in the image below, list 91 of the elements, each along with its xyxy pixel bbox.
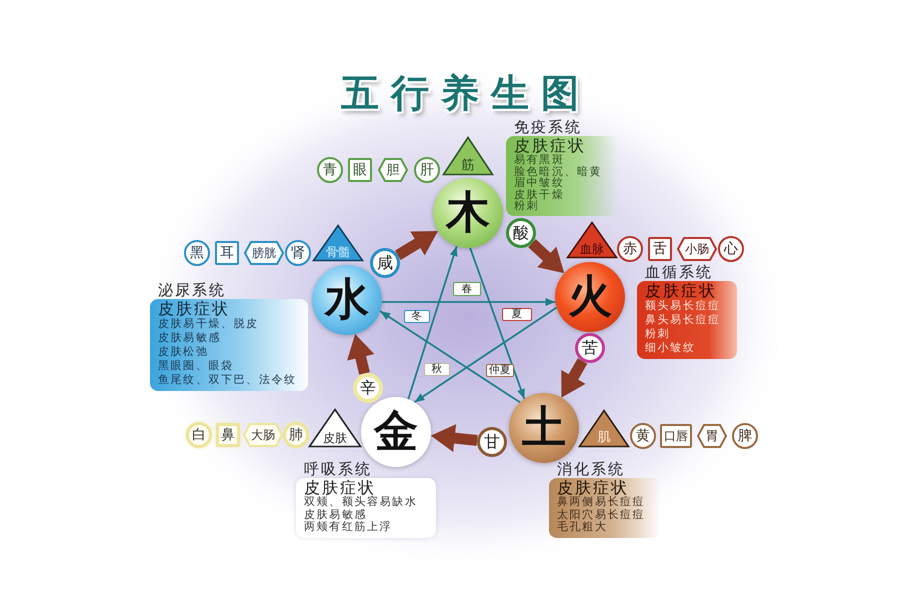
tag-label: 眼 [353,163,367,177]
symptom-item: 易有黑斑 [514,154,564,166]
symptom-item: 毛孔粗大 [557,521,608,534]
symptom-item: 皮肤易干燥、脱皮 [158,317,259,331]
season-label: 夏 [512,308,522,320]
arrow [407,246,458,400]
season-label: 春 [462,284,472,294]
system-heading: 消化系统 [557,461,625,478]
symptom-item: 双颊、额头容易缺水 [304,496,418,508]
symptom-item: 粉刺 [645,327,670,341]
tag-label: 肝 [420,163,434,177]
symptom-item: 黑眼圈、眼袋 [158,359,234,373]
thick-arrow [528,239,564,274]
arrow [382,298,556,306]
flavor-label: 甘 [484,434,500,450]
thick-arrow [395,231,438,260]
symptom-item: 粉刺 [514,200,540,212]
square-tag [660,424,692,448]
tag-label: 赤 [623,242,637,256]
element-character: 火 [568,275,612,319]
tag-label: 口唇 [664,430,688,442]
season-tag [486,364,514,376]
season-tag [453,282,481,296]
tag-label: 耳 [220,246,234,260]
thick-arrow [561,358,588,398]
symptom-item: 鼻头易长痘痘 [645,313,721,327]
tag-label: 青 [323,163,337,177]
system-heading: 免疫系统 [514,119,582,136]
symptom-item: 眉中皱纹 [514,177,564,188]
season-label: 秋 [432,364,442,374]
symptom-item: 额头易长痘痘 [645,299,721,313]
tag-label: 胃 [706,430,718,442]
tag-label: 肾 [291,246,305,260]
tag-label: 鼻 [221,428,235,442]
diagram-title: 五行养生图 [341,74,591,112]
square-tag [348,158,372,182]
tissue-label: 血脉 [580,243,604,255]
arrow [414,306,558,403]
tag-label: 心 [724,242,738,256]
thick-arrow [347,334,374,375]
element-character: 水 [325,278,369,322]
season-tag [404,310,430,322]
system-heading: 泌尿系统 [158,282,226,299]
tag-label: 大肠 [251,429,275,441]
symptom-item: 脸色暗沉、暗黄 [514,166,602,177]
season-tag [424,362,450,376]
tag-label: 膀胱 [252,247,276,259]
symptom-heading: 皮肤症状 [514,137,586,154]
tissue-label: 肌 [598,431,610,444]
tissue-label: 皮肤 [323,432,347,444]
season-label: 仲夏 [489,364,511,376]
symptom-item: 鱼尾纹、双下巴、法令纹 [158,373,297,387]
symptom-item: 鼻两侧易长痘痘 [557,496,646,508]
symptom-item: 皮肤松弛 [158,345,208,359]
flavor-label: 苦 [582,340,598,356]
flavor-label: 酸 [513,225,529,241]
square-tag [215,241,239,265]
symptom-item: 皮肤易敏感 [158,331,221,345]
symptom-heading: 皮肤症状 [645,282,717,299]
tissue-label: 筋 [462,159,474,172]
symptom-heading: 皮肤症状 [304,479,376,496]
symptom-item: 太阳穴易长痘痘 [557,508,646,520]
symptom-item: 皮肤易敏感 [304,508,367,521]
square-tag [648,237,672,261]
arrow [469,248,526,400]
symptom-heading: 皮肤症状 [158,300,230,317]
square-tag [216,423,240,447]
symptom-item: 两颊有红筋上浮 [304,521,392,534]
tag-label: 黑 [190,246,204,260]
flavor-label: 辛 [360,380,376,396]
tag-label: 小肠 [685,243,709,255]
symptom-heading: 皮肤症状 [557,479,629,496]
tag-label: 白 [192,428,206,442]
tag-label: 胆 [386,164,400,176]
symptom-item: 皮肤干燥 [514,188,564,200]
tissue-label: 骨髓 [326,246,350,258]
tag-label: 黄 [636,429,650,443]
system-heading: 呼吸系统 [304,461,372,478]
element-character: 土 [522,406,566,450]
system-heading: 血循系统 [645,264,713,281]
season-tag [502,308,532,320]
element-character: 金 [374,410,418,454]
tag-label: 肺 [289,428,303,442]
arrow [380,310,521,404]
tag-label: 脾 [738,429,752,443]
element-character: 木 [446,191,490,235]
season-label: 冬 [412,310,422,322]
flavor-label: 咸 [377,255,393,271]
thick-arrow [430,424,478,452]
symptom-item: 细小皱纹 [645,341,696,355]
tag-label: 舌 [653,242,667,256]
